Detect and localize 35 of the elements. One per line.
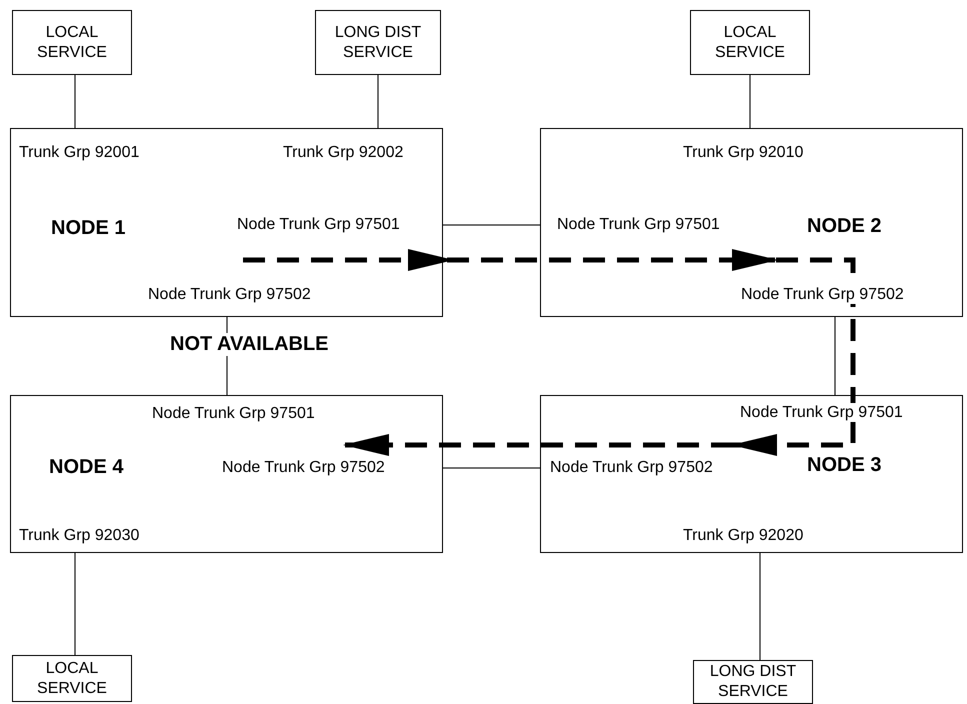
service-box xyxy=(12,10,132,75)
connection-line xyxy=(834,316,836,396)
trunk-group-label: Trunk Grp 92001 xyxy=(19,143,140,162)
route-arrow xyxy=(243,249,776,271)
service-box xyxy=(12,655,132,702)
trunk-group-label: Node Trunk Grp 97501 xyxy=(237,215,400,234)
connection-line xyxy=(442,224,540,226)
network-node-box xyxy=(540,128,963,317)
service-box xyxy=(315,10,441,75)
service-label: LOCAL SERVICE xyxy=(714,22,786,62)
connection-line xyxy=(74,552,76,656)
trunk-group-label: Node Trunk Grp 97501 xyxy=(557,215,720,234)
edge-label: NOT AVAILABLE xyxy=(170,333,329,356)
service-box xyxy=(693,660,813,704)
network-node-box xyxy=(540,395,963,553)
trunk-group-label: Node Trunk Grp 97502 xyxy=(148,285,311,304)
trunk-group-label: Trunk Grp 92010 xyxy=(683,143,804,162)
trunk-group-label: Node Trunk Grp 97501 xyxy=(740,403,903,422)
route-arrow xyxy=(731,258,856,456)
trunk-group-label: Trunk Grp 92002 xyxy=(283,143,404,162)
service-label: LONG DIST SERVICE xyxy=(708,662,798,702)
trunk-group-label: Node Trunk Grp 97501 xyxy=(152,404,315,423)
network-node-box xyxy=(10,395,443,553)
trunk-group-label: Trunk Grp 92030 xyxy=(19,526,140,545)
service-label: LOCAL SERVICE xyxy=(36,658,108,698)
trunk-group-label: Node Trunk Grp 97502 xyxy=(741,285,904,304)
network-node-box xyxy=(10,128,443,317)
trunk-group-label: Node Trunk Grp 97502 xyxy=(222,458,385,477)
connection-line xyxy=(74,74,76,128)
trunk-group-label: Trunk Grp 92020 xyxy=(683,526,804,545)
route-arrow xyxy=(343,434,733,456)
trunk-group-label: Node Trunk Grp 97502 xyxy=(550,458,713,477)
service-label: LONG DIST SERVICE xyxy=(334,22,422,62)
service-label: LOCAL SERVICE xyxy=(36,22,108,62)
service-box xyxy=(690,10,810,75)
